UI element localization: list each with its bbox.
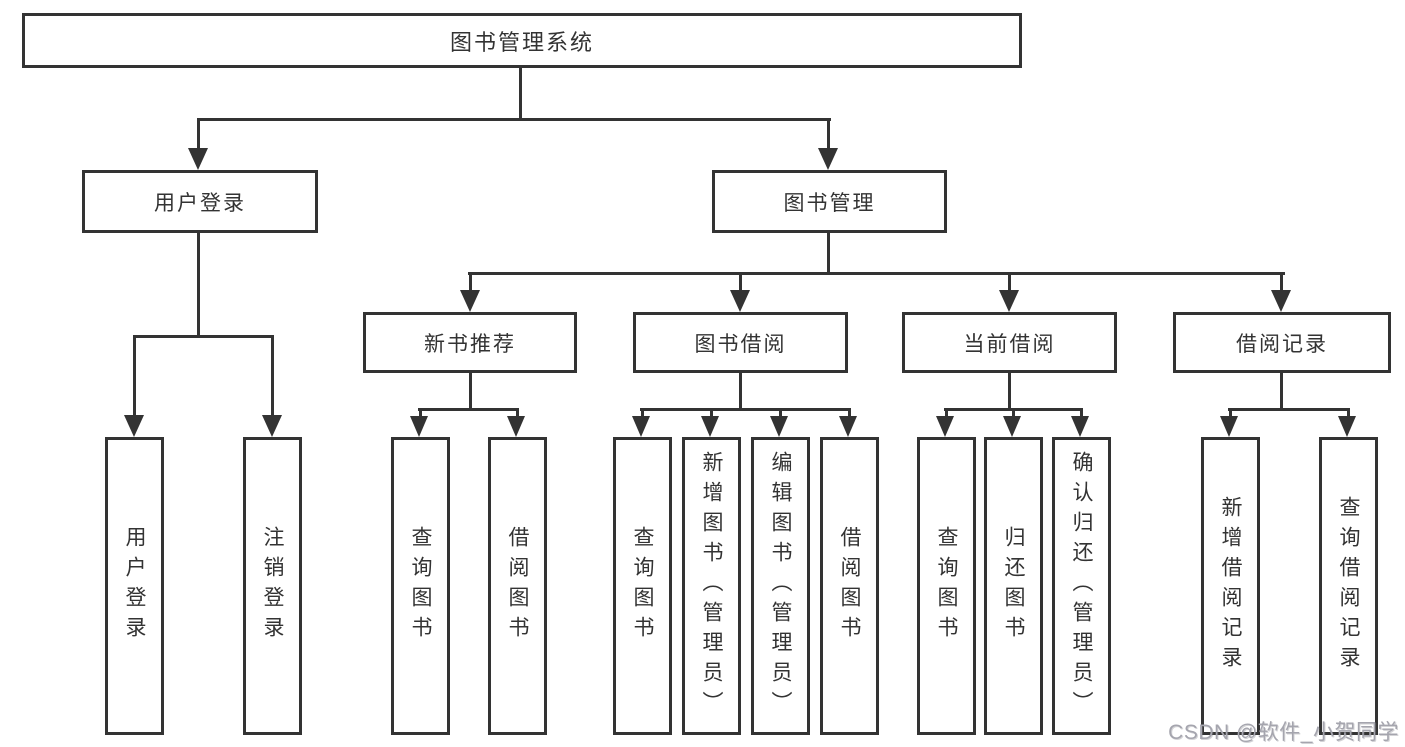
connector-stem <box>469 371 472 410</box>
node-library-management-system: 图书管理系统 <box>22 13 1022 68</box>
connector-mgmt-stem <box>827 231 830 274</box>
connector-drop-line <box>1280 272 1283 292</box>
node-label: 借阅记录 <box>1236 332 1328 356</box>
leaf-label: 借阅图书 <box>506 526 529 646</box>
node-label: 新书推荐 <box>424 332 516 356</box>
arrowhead-icon <box>632 416 650 437</box>
connector-drop-line <box>133 335 136 417</box>
connector-stem <box>739 371 742 410</box>
connector-drop-line <box>945 408 948 418</box>
leaf-label: 借阅图书 <box>838 526 861 646</box>
connector-drop-line <box>779 408 782 418</box>
arrowhead-icon <box>124 415 144 437</box>
leaf-label: 新增借阅记录 <box>1219 496 1242 676</box>
arrowhead-icon <box>1220 416 1238 437</box>
arrowhead-icon <box>1071 416 1089 437</box>
leaf-confirm-return-admin: 确认归还（管理员） <box>1052 437 1111 735</box>
arrowhead-icon <box>1271 290 1291 312</box>
node-label: 用户登录 <box>154 191 246 215</box>
arrowhead-icon <box>701 416 719 437</box>
connector-drop-line <box>1229 408 1232 418</box>
arrowhead-icon <box>770 416 788 437</box>
leaf-edit-books-admin: 编辑图书（管理员） <box>751 437 810 735</box>
connector-drop-line <box>710 408 713 418</box>
node-label: 图书管理 <box>783 191 876 215</box>
connector-drop-line <box>739 272 742 292</box>
leaf-query-borrow-record: 查询借阅记录 <box>1319 437 1378 735</box>
connector-drop-line <box>197 118 200 150</box>
connector-drop-line <box>827 118 830 150</box>
arrowhead-icon <box>839 416 857 437</box>
connector-drop-line <box>516 408 519 418</box>
leaf-label: 编辑图书（管理员） <box>769 451 792 721</box>
arrowhead-icon <box>460 290 480 312</box>
arrowhead-icon <box>410 416 428 437</box>
arrowhead-icon <box>936 416 954 437</box>
arrowhead-icon <box>262 415 282 437</box>
leaf-label: 查询图书 <box>631 526 654 646</box>
leaf-query-books-recommend: 查询图书 <box>391 437 450 735</box>
leaf-label: 新增图书（管理员） <box>700 451 723 721</box>
node-book-borrowing: 图书借阅 <box>633 312 848 373</box>
connector-drop-line <box>641 408 644 418</box>
connector-mgmt-hbar <box>468 272 1285 275</box>
leaf-logout: 注销登录 <box>243 437 302 735</box>
leaf-add-borrow-record: 新增借阅记录 <box>1201 437 1260 735</box>
leaf-user-login: 用户登录 <box>105 437 164 735</box>
arrowhead-icon <box>188 148 208 170</box>
connector-hbar <box>640 408 851 411</box>
node-user-login: 用户登录 <box>82 170 318 233</box>
connector-drop-line <box>419 408 422 418</box>
arrowhead-icon <box>1003 416 1021 437</box>
connector-stem <box>1280 371 1283 410</box>
leaf-label: 归还图书 <box>1002 526 1025 646</box>
leaf-label: 查询借阅记录 <box>1337 496 1360 676</box>
node-label: 图书管理系统 <box>449 29 594 55</box>
node-label: 图书借阅 <box>694 332 787 356</box>
connector-hbar <box>418 408 519 411</box>
leaf-label: 注销登录 <box>261 526 284 646</box>
connector-drop-line <box>848 408 851 418</box>
leaf-label: 确认归还（管理员） <box>1070 451 1093 721</box>
node-borrowing-records: 借阅记录 <box>1173 312 1391 373</box>
leaf-label: 查询图书 <box>409 526 432 646</box>
csdn-watermark: CSDN @软件_小贺同学 <box>1168 721 1399 744</box>
leaf-label: 查询图书 <box>935 526 958 646</box>
connector-drop-line <box>1012 408 1015 418</box>
arrowhead-icon <box>730 290 750 312</box>
connector-login-hbar <box>133 335 274 338</box>
connector-hbar <box>1228 408 1350 411</box>
connector-stem <box>1008 371 1011 410</box>
connector-login-stem <box>197 231 200 337</box>
node-book-management: 图书管理 <box>712 170 947 233</box>
connector-drop-line <box>1347 408 1350 418</box>
arrowhead-icon <box>999 290 1019 312</box>
arrowhead-icon <box>818 148 838 170</box>
leaf-return-books: 归还图书 <box>984 437 1043 735</box>
connector-drop-line <box>469 272 472 292</box>
node-label: 当前借阅 <box>963 332 1056 356</box>
connector-drop-line <box>1008 272 1011 292</box>
connector-drop-line <box>1080 408 1083 418</box>
arrowhead-icon <box>1338 416 1356 437</box>
leaf-borrow-books-borrowing: 借阅图书 <box>820 437 879 735</box>
leaf-label: 用户登录 <box>123 526 146 646</box>
connector-root-stem <box>519 66 522 120</box>
connector-root-hbar <box>197 118 831 121</box>
leaf-borrow-books-recommend: 借阅图书 <box>488 437 547 735</box>
node-new-book-recommend: 新书推荐 <box>363 312 577 373</box>
arrowhead-icon <box>507 416 525 437</box>
node-current-borrowing: 当前借阅 <box>902 312 1117 373</box>
leaf-query-books-borrowing: 查询图书 <box>613 437 672 735</box>
leaf-add-books-admin: 新增图书（管理员） <box>682 437 741 735</box>
leaf-query-books-current: 查询图书 <box>917 437 976 735</box>
connector-drop-line <box>271 335 274 417</box>
